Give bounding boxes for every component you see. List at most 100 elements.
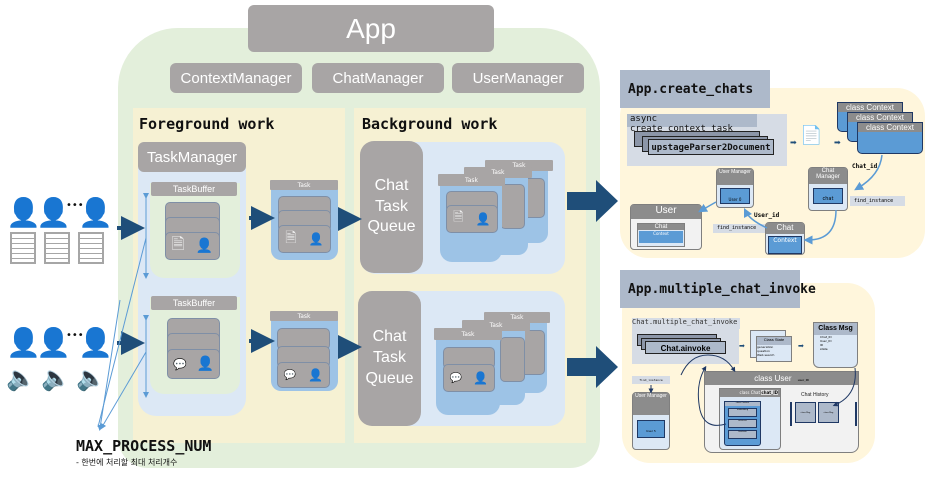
- context-manager-box: ContextManager: [170, 63, 302, 93]
- audio-users-group: 👤 👤 ••• 👤 🔈 🔈 🔈: [6, 326, 113, 396]
- queue-line: Queue: [365, 369, 414, 387]
- user-manager-inner: User 5: [637, 420, 665, 438]
- chat-history-bracket-right: [855, 402, 857, 426]
- bg-task-item: 💬 👤: [443, 364, 495, 392]
- chat-id-label: Chat_id: [852, 163, 878, 170]
- speaker-icon: 🔈: [41, 364, 71, 392]
- max-process-title: MAX_PROCESS_NUM: [76, 437, 212, 455]
- class-msg-field: state: [820, 347, 828, 351]
- user-context: Context: [639, 231, 683, 243]
- document-icon: [78, 232, 104, 264]
- app-title-box: App: [248, 5, 494, 52]
- user-icon: 👤: [6, 196, 41, 229]
- chat-manager-card: Chat Manager chat: [808, 167, 848, 211]
- documents-icon: 📄: [800, 125, 823, 146]
- document-icon: 🗎: [453, 210, 464, 225]
- background-title: Background work: [362, 115, 498, 133]
- fg-task-chat-header: Task: [270, 311, 338, 321]
- queue-line: Queue: [367, 218, 416, 236]
- class-chat-label: class Chat: [739, 390, 761, 395]
- class-chat-card: class Chat chat_ID class Context embeddi…: [719, 388, 781, 450]
- chat-header: Chat: [766, 223, 804, 234]
- task-buffer-chat-header: TaskBuffer: [151, 296, 237, 310]
- fg-task-doc-header: Task: [270, 180, 338, 190]
- arrow-icon: ➡: [834, 138, 841, 147]
- arrow-icon: ➡: [798, 342, 804, 350]
- task-label: Task: [465, 176, 478, 184]
- class-user-label: class User: [754, 374, 792, 383]
- bg-task-item: [500, 184, 525, 229]
- user-manager-inner: User 0: [720, 188, 750, 204]
- class-msg-field: ID: [820, 343, 824, 347]
- document-icon: 🗎: [285, 230, 297, 246]
- chat-task-queue-chat: Chat Task Queue: [358, 291, 421, 426]
- speaker-icon: 🔈: [6, 364, 36, 392]
- find-instance-label: find_instance: [713, 224, 765, 233]
- class-chat-header: class Chat chat_ID: [720, 389, 780, 397]
- chat-bubble-icon: 💬: [283, 369, 297, 381]
- chat-history-bracket-left: [790, 402, 792, 426]
- bg-task-doc-1-header: Task: [438, 174, 505, 186]
- chat-manager-label: ChatManager: [332, 69, 424, 87]
- fg-task-doc-label: Task: [297, 181, 311, 189]
- task-manager-header: TaskManager: [138, 142, 246, 172]
- user-icon: 👤: [36, 326, 71, 359]
- class-context-card: class Context embedding retriever llmcha…: [724, 401, 761, 446]
- task-buffer-doc-label: TaskBuffer: [172, 184, 216, 194]
- user-id-label: User_id: [754, 212, 780, 219]
- big-arrow-create-chats: [567, 180, 618, 222]
- user-icon: 👤: [196, 356, 215, 372]
- class-state-header: Class State: [757, 337, 791, 345]
- queue-line: Chat: [372, 328, 407, 346]
- find-instance-label: find_instance: [632, 376, 670, 384]
- chat-card: Chat Context: [765, 222, 805, 255]
- ellipsis: •••: [66, 330, 84, 341]
- task-label: Task: [510, 314, 524, 321]
- chat-task-queue-doc: Chat Task Queue: [360, 141, 423, 273]
- class-msg-field: User_ID: [820, 339, 832, 343]
- class-state-card: Class State generation question Web sear…: [756, 336, 792, 362]
- chat-history-label: Chat History: [801, 392, 829, 398]
- class-context-card: class Context: [857, 122, 923, 154]
- multiple-invoke-title: App.multiple_chat_invoke: [628, 281, 816, 297]
- fg-task-doc-item: 🗎 👤: [278, 225, 331, 253]
- class-context-label: class Context: [858, 123, 922, 132]
- class-state-field: Web search: [757, 353, 775, 357]
- user-icon: 👤: [36, 196, 71, 229]
- user-icon: 👤: [78, 196, 113, 229]
- class-context-label: class Context: [838, 103, 902, 112]
- chat-manager-header: Chat Manager: [809, 168, 847, 184]
- chat-bubble-icon: 💬: [449, 372, 463, 384]
- multiple-invoke-title-bar: App.multiple_chat_invoke: [620, 270, 816, 308]
- user-icon: 👤: [6, 326, 41, 359]
- arrow-icon: ➡: [739, 342, 745, 350]
- class-msg-field: Chat_ID: [820, 335, 832, 339]
- class-user-id: user_ID: [797, 378, 809, 382]
- user-icon: 👤: [475, 212, 491, 226]
- document-icon: 🗎: [171, 233, 185, 253]
- class-state-field: question: [757, 349, 770, 353]
- task-label: Task: [461, 330, 475, 338]
- foreground-title: Foreground work: [139, 115, 275, 133]
- chat-manager-inner: chat: [813, 188, 843, 204]
- user-manager-label: UserManager: [472, 69, 564, 87]
- user-card: User Chat Context: [630, 204, 702, 250]
- ainvoke-card: Chat.ainvoke: [645, 341, 726, 354]
- task-buffer-chat-label: TaskBuffer: [172, 298, 216, 308]
- user-icon: 👤: [473, 371, 489, 385]
- chat-manager-box: ChatManager: [312, 63, 444, 93]
- task-label: Task: [491, 169, 505, 176]
- class-state-field: generation: [757, 345, 774, 349]
- bg-task-item: 🗎 👤: [446, 205, 498, 233]
- context-item: llmchain: [728, 430, 757, 439]
- parser-card: upstageParser2Document: [648, 139, 774, 155]
- doc-users-group: 👤 👤 ••• 👤: [6, 196, 113, 271]
- speaker-icon: 🔈: [76, 364, 106, 392]
- context-item: embedding: [728, 408, 757, 417]
- bg-task-chat-3-header: Task: [484, 312, 550, 323]
- task-manager-label: TaskManager: [146, 148, 238, 166]
- fg-task-chat-item: 💬 👤: [277, 362, 330, 388]
